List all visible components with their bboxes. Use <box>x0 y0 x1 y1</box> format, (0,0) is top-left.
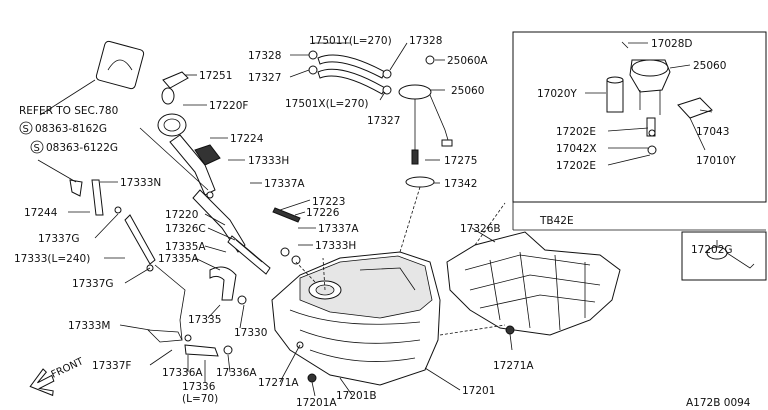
label-17336a: 17336A <box>216 367 257 379</box>
label-17020y: 17020Y <box>537 88 577 100</box>
label-17251: 17251 <box>199 70 232 82</box>
label-17335a: 17335A <box>165 241 206 253</box>
label-17226: 17226 <box>306 207 340 219</box>
label-17501y: 17501Y(L=270) <box>309 35 392 47</box>
vent-hoses <box>308 50 392 95</box>
label-17271a: 17271A <box>493 360 534 372</box>
bolt-symbol-icon: S <box>30 140 44 154</box>
label-17202e: 17202E <box>556 160 596 172</box>
fuel-pump-assembly <box>606 41 713 155</box>
label-front: FRONT <box>50 356 86 381</box>
dashed-guides <box>295 186 506 336</box>
label-17202e: 17202E <box>556 126 596 138</box>
hoses <box>91 179 271 357</box>
filler-neck <box>95 40 246 253</box>
label-17271a: 17271A <box>258 377 299 389</box>
label-17327: 17327 <box>367 115 400 127</box>
label-17201b: 17201B <box>336 390 377 402</box>
label-17335a: 17335A <box>158 253 199 265</box>
svg-text:S: S <box>34 143 40 154</box>
label-25060a: 25060A <box>447 55 488 67</box>
sender-unit <box>398 55 453 188</box>
label-tb42e: TB42E <box>539 215 574 227</box>
label-17336-length: (L=70) <box>182 393 218 405</box>
label-17333m: 17333M <box>68 320 110 332</box>
leader-lines <box>37 42 718 397</box>
label-17202g: 17202G <box>691 244 733 256</box>
svg-text:S: S <box>23 124 29 135</box>
label-17244: 17244 <box>24 207 58 219</box>
label-17224: 17224 <box>230 133 264 145</box>
label-17342: 17342 <box>444 178 477 190</box>
label-17028d: 17028D <box>651 38 693 50</box>
label-17337f: 17337F <box>92 360 131 372</box>
inset-fuel-pump-box <box>512 31 767 203</box>
canister-area <box>69 179 515 383</box>
label-17201a: 17201A <box>296 397 337 409</box>
label-17220f: 17220F <box>209 100 248 112</box>
label-17336: 17336 <box>182 381 216 393</box>
label-17333h: 17333H <box>248 155 289 167</box>
label-17337a: 17337A <box>318 223 359 235</box>
inset-clamp-box <box>681 231 767 281</box>
label-17223: 17223 <box>312 196 345 208</box>
label-17328: 17328 <box>248 50 281 62</box>
front-arrow-icon <box>29 368 55 397</box>
label-17337g: 17337G <box>38 233 80 245</box>
label-17275: 17275 <box>444 155 477 167</box>
label-17337a: 17337A <box>264 178 305 190</box>
heat-shield <box>446 231 621 336</box>
bolt-symbol-icon: S <box>19 121 33 135</box>
label-17333h: 17333H <box>315 240 356 252</box>
label-17010y: 17010Y <box>696 155 736 167</box>
label-25060: 25060 <box>451 85 484 97</box>
label-17330: 17330 <box>234 327 267 339</box>
label-17336a: 17336A <box>162 367 203 379</box>
label-17337g: 17337G <box>72 278 114 290</box>
label-refer-sec: REFER TO SEC.780 <box>19 105 118 117</box>
label-bolt-8162g: 08363-8162G <box>35 123 107 135</box>
label-17501x: 17501X(L=270) <box>285 98 368 110</box>
label-17327: 17327 <box>248 72 281 84</box>
label-17043: 17043 <box>696 126 729 138</box>
fuel-tank <box>271 251 441 386</box>
label-25060-inset: 25060 <box>693 60 726 72</box>
label-17333-l240: 17333(L=240) <box>14 253 90 265</box>
label-17201: 17201 <box>462 385 495 397</box>
diagram-code: A172B 0094 <box>686 397 751 409</box>
label-bolt-6122g: 08363-6122G <box>46 142 118 154</box>
label-17326b: 17326B <box>460 223 501 235</box>
label-17328: 17328 <box>409 35 442 47</box>
label-17326c: 17326C <box>165 223 206 235</box>
label-17220: 17220 <box>165 209 198 221</box>
label-17335: 17335 <box>188 314 221 326</box>
label-17042x: 17042X <box>556 143 597 155</box>
label-17333n: 17333N <box>120 177 161 189</box>
